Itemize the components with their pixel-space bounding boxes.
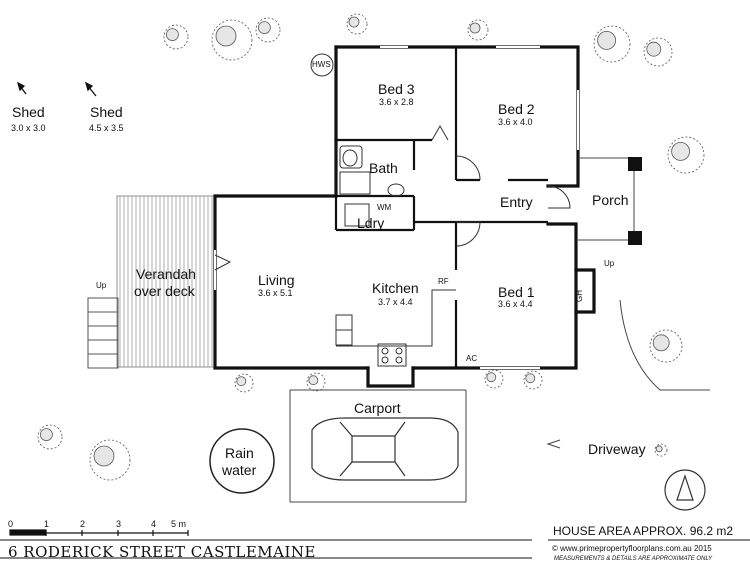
room-label-bath: Bath: [369, 160, 398, 176]
tree-icon: [346, 13, 368, 35]
scale-tick-1: 1: [44, 519, 50, 529]
room-label-bed1: Bed 1: [498, 284, 535, 300]
room-size-living: 3.6 x 5.1: [258, 288, 293, 298]
room-label-entry: Entry: [500, 194, 533, 210]
credits-line1: © www.primepropertyfloorplans.com.au 201…: [552, 544, 712, 553]
tree-icon: [306, 372, 326, 392]
tree-icon: [643, 37, 673, 67]
compass-icon: [664, 469, 706, 511]
house-area: HOUSE AREA APPROX. 96.2 m2: [553, 524, 734, 538]
rainwater-label-line1: Rain: [225, 445, 254, 461]
porch-post: [628, 157, 642, 171]
hws-unit: [310, 53, 334, 77]
gh-label: GH: [575, 290, 584, 302]
driveway-label: Driveway: [588, 441, 646, 457]
hws-label: HWS: [312, 60, 331, 69]
property-address: 6 RODERICK STREET CASTLEMAINE: [8, 543, 316, 561]
tree-icon: [523, 370, 543, 390]
scale-bar: [9, 529, 189, 536]
landscaping-trees: [37, 13, 705, 481]
scale-tick-5: 5 m: [171, 519, 187, 529]
driveway-path: [546, 299, 710, 449]
room-label-living: Living: [258, 272, 295, 288]
rainwater-tank: [209, 428, 275, 494]
tree-icon: [211, 19, 253, 61]
room-label-porch: Porch: [592, 192, 629, 208]
shed-b-size: 4.5 x 3.5: [89, 123, 124, 133]
kitchen-fixtures: [335, 289, 456, 367]
tree-icon: [467, 19, 489, 41]
tree-icon: [649, 329, 683, 363]
shed-b-label: Shed: [90, 104, 123, 120]
room-label-carport: Carport: [354, 400, 401, 416]
shed-a-label: Shed: [12, 104, 45, 120]
scale-tick-2: 2: [80, 519, 86, 529]
tree-icon: [593, 25, 631, 63]
rf-label: RF: [438, 277, 449, 286]
verandah-steps: [87, 297, 119, 369]
verandah-label-line2: over deck: [134, 283, 195, 299]
ac-label: AC: [466, 354, 478, 363]
verandah-deck: [116, 195, 216, 368]
doors: [214, 124, 571, 271]
footer-rules: [0, 539, 750, 559]
up-label-right: Up: [604, 259, 615, 268]
tree-icon: [163, 24, 189, 50]
tree-icon: [37, 424, 63, 450]
room-size-bed2: 3.6 x 4.0: [498, 117, 533, 127]
car-icon: [311, 417, 459, 481]
tree-icon: [654, 443, 668, 457]
room-size-bed1: 3.6 x 4.4: [498, 299, 533, 309]
room-label-kitchen: Kitchen: [372, 280, 419, 296]
windows: [214, 46, 579, 369]
room-size-kitchen: 3.7 x 4.4: [378, 297, 413, 307]
scale-tick-3: 3: [116, 519, 122, 529]
tree-icon: [255, 17, 281, 43]
room-size-bed3: 3.6 x 2.8: [379, 97, 414, 107]
scale-tick-4: 4: [151, 519, 157, 529]
room-label-bed2: Bed 2: [498, 101, 535, 117]
shed-markers: [16, 81, 97, 97]
room-label-bed3: Bed 3: [378, 81, 415, 97]
credits-line2: MEASUREMENTS & DETAILS ARE APPROXIMATE O…: [554, 556, 713, 562]
porch-post: [628, 231, 642, 245]
scale-tick-0: 0: [8, 519, 14, 529]
carport-outline: [289, 389, 467, 503]
shed-a-size: 3.0 x 3.0: [11, 123, 46, 133]
wm-label: WM: [377, 203, 392, 212]
porch-outline: [578, 157, 635, 241]
tree-icon: [234, 373, 254, 393]
tree-icon: [667, 136, 705, 174]
tree-icon: [484, 369, 504, 389]
room-label-ldry: Ldry: [357, 215, 385, 231]
verandah-label-line1: Verandah: [136, 266, 196, 282]
tree-icon: [89, 439, 131, 481]
up-label-left: Up: [96, 281, 107, 290]
rainwater-label-line2: water: [222, 462, 257, 478]
bath-fixtures: [339, 145, 405, 227]
